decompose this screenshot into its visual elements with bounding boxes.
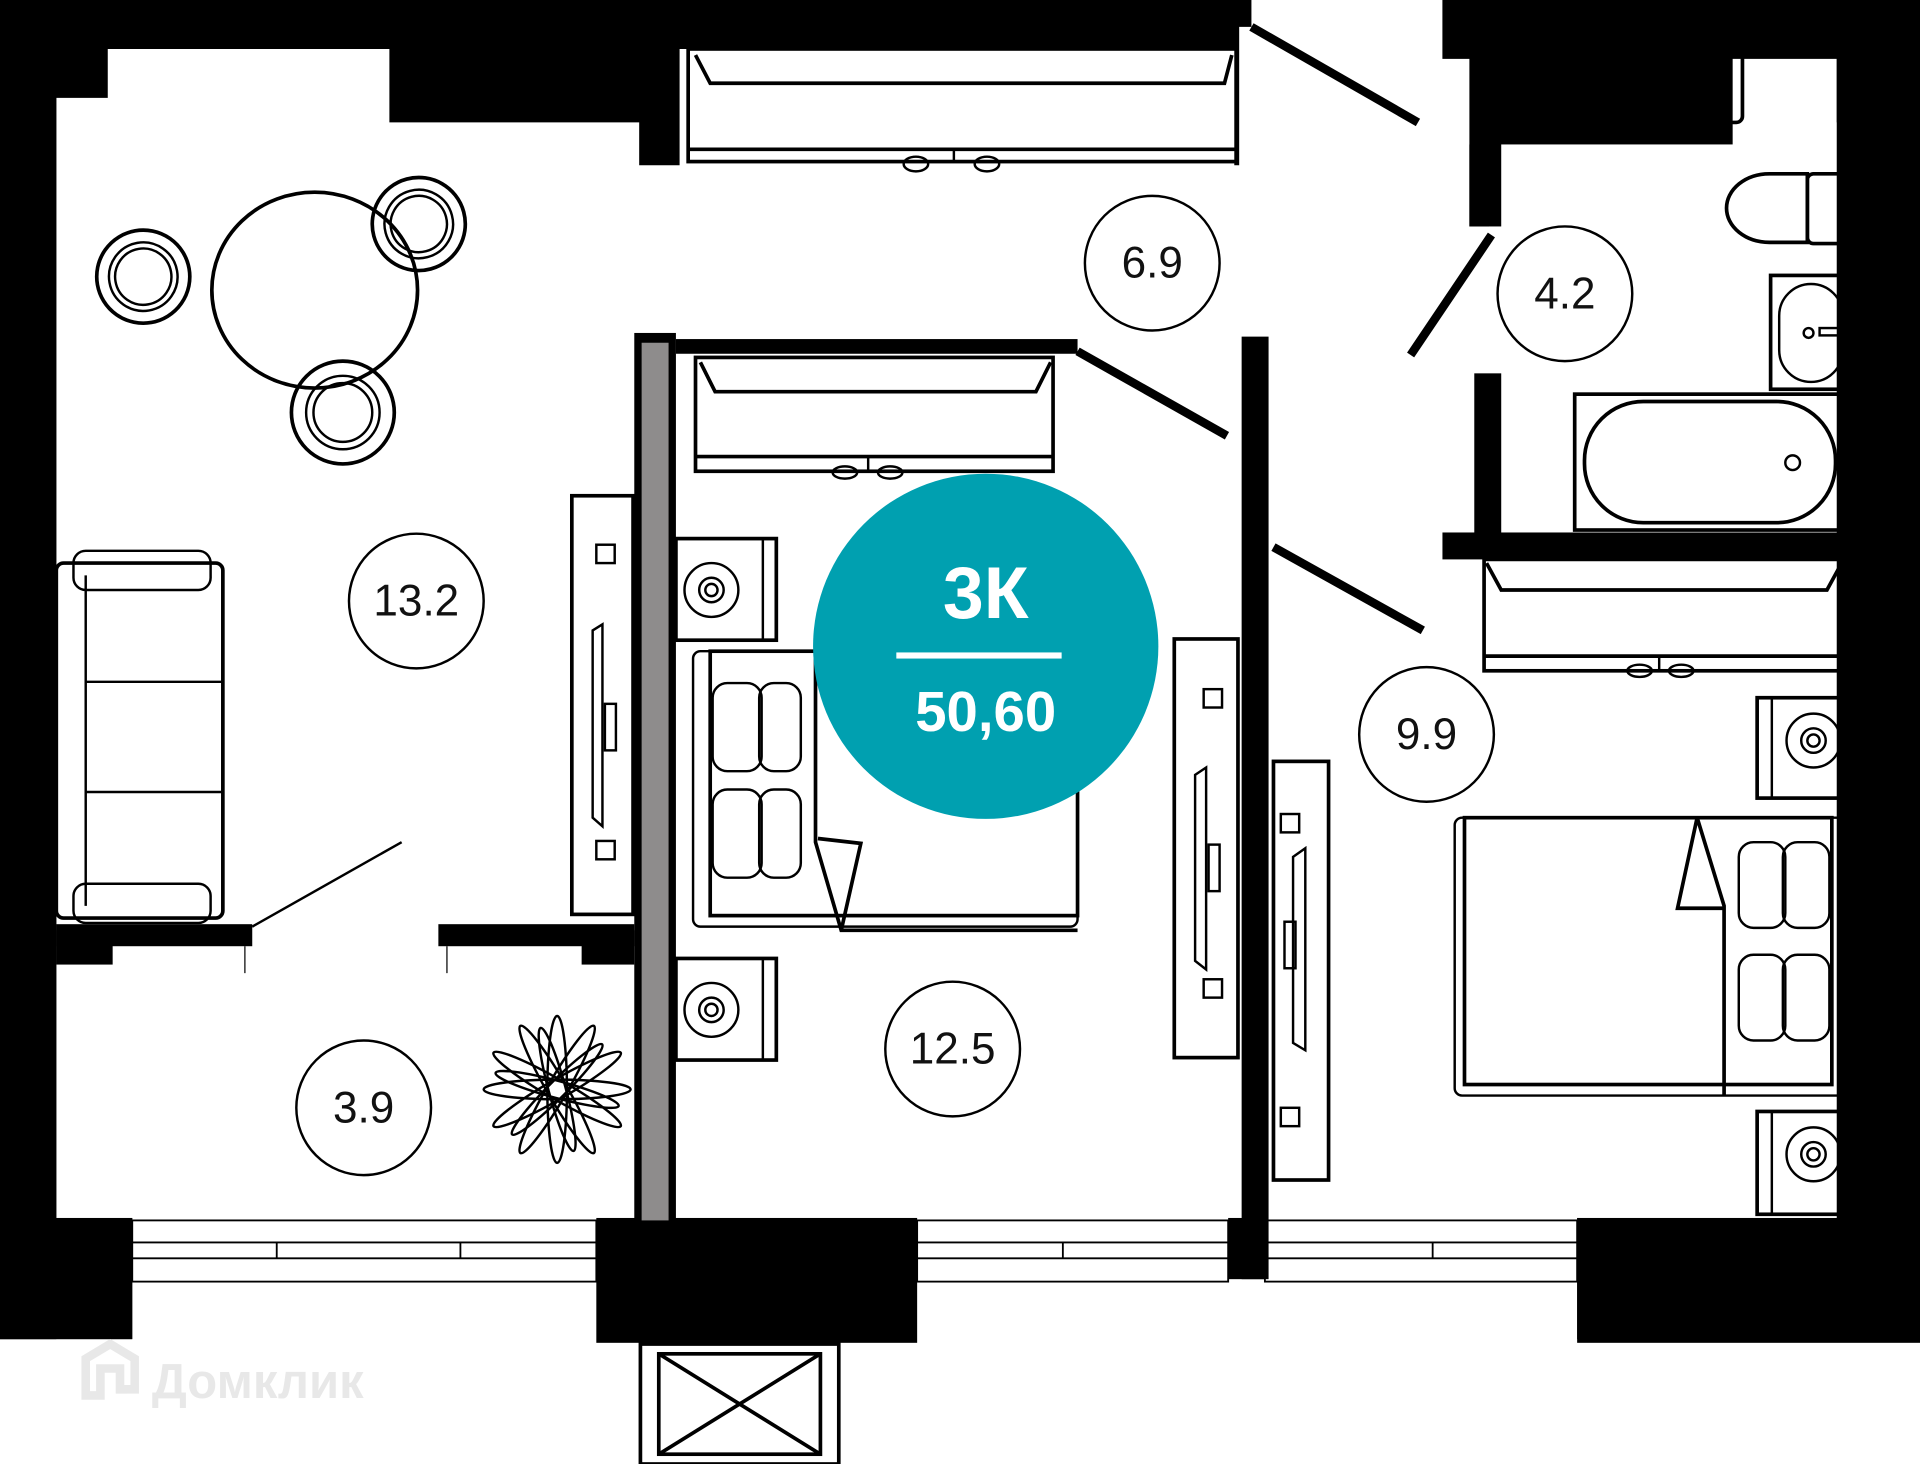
washing-machine-icon: [1635, 47, 1745, 134]
bathtub-icon: [1572, 392, 1854, 532]
rooms-count-label: 3К: [943, 552, 1029, 634]
kitchen-wardrobe-icon: [686, 47, 1239, 173]
watermark: Домклик: [81, 1339, 364, 1409]
room-label-living: 13.2: [347, 532, 485, 670]
interior-walls: [56, 332, 1859, 1280]
total-area-label: 50,60: [915, 680, 1056, 743]
nightstand-right-top-icon: [1755, 695, 1860, 800]
room-label-hallway: 6.9: [1083, 194, 1221, 332]
room-area-bedroom-right: 9.9: [1396, 710, 1457, 759]
tv-stand-living-icon: [570, 493, 635, 917]
watermark-text: Домклик: [152, 1355, 364, 1409]
room-area-bathroom: 4.2: [1534, 269, 1595, 318]
window-right: [1263, 1219, 1579, 1283]
sink-icon: [1768, 273, 1854, 392]
apartment-summary-badge: 3К 50,60: [813, 473, 1159, 819]
vent-shaft-icon: [638, 1342, 841, 1464]
room-area-bedroom-center: 12.5: [910, 1025, 996, 1074]
toilet-icon: [1724, 171, 1850, 246]
nightstand-center-top-icon: [674, 536, 779, 643]
room-area-hallway: 6.9: [1122, 239, 1183, 288]
window-left: [131, 1219, 598, 1283]
room-area-living: 13.2: [373, 577, 459, 626]
dining-set-icon: [94, 175, 468, 466]
window-center: [916, 1219, 1230, 1283]
tv-stand-right-icon: [1271, 759, 1331, 1182]
room-label-balcony: 3.9: [295, 1039, 433, 1177]
nightstand-right-bottom-icon: [1755, 1109, 1860, 1217]
bedroom-wardrobe-icon: [693, 355, 1055, 480]
room-label-bedroom-right: 9.9: [1357, 665, 1496, 803]
nightstand-center-bottom-icon: [674, 956, 779, 1062]
windows: [131, 1219, 1579, 1283]
room-label-bathroom: 4.2: [1496, 225, 1634, 363]
plant-icon: [482, 1014, 632, 1165]
exterior-walls: [0, 0, 1920, 1343]
sofa-icon: [54, 549, 225, 925]
house-logo-icon: [81, 1339, 139, 1400]
bedroom-right-wardrobe-icon: [1482, 557, 1846, 679]
room-area-balcony: 3.9: [333, 1083, 394, 1132]
tv-stand-center-icon: [1172, 637, 1240, 1060]
doors: [244, 23, 1495, 974]
double-bed-right-icon: [1453, 815, 1846, 1097]
room-label-bedroom-center: 12.5: [884, 980, 1022, 1118]
